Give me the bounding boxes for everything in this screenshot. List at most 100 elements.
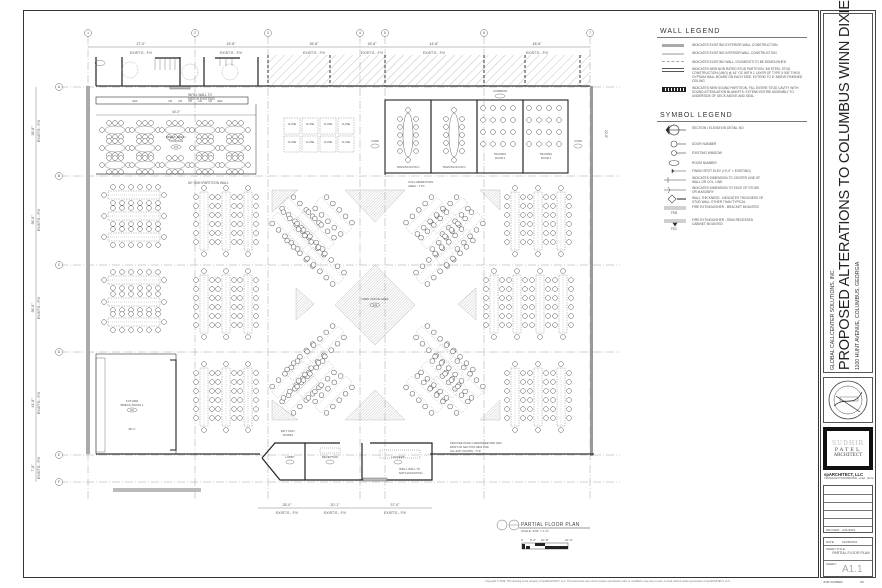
- svg-text:LOBBY: LOBBY: [285, 455, 294, 459]
- scale-bar-label-0: 0': [521, 538, 524, 542]
- svg-text:MATCH EXISTING: MATCH EXISTING: [188, 97, 215, 101]
- svg-text:22'-8": 22'-8": [604, 130, 608, 138]
- svg-text:EXIST'G - F/V: EXIST'G - F/V: [37, 296, 41, 319]
- dim-center-icon: [664, 177, 686, 183]
- spot-elevation-icon: [671, 168, 686, 174]
- svg-text:EXIST'G - F/V: EXIST'G - F/V: [303, 51, 326, 55]
- architect-seal-box: [823, 377, 873, 423]
- svg-text:38'-8": 38'-8": [31, 215, 35, 225]
- svg-text:CLOSE: CLOSE: [342, 141, 351, 144]
- svg-text:44'-0": 44'-0": [172, 110, 180, 114]
- svg-text:ROOM 4: ROOM 4: [541, 156, 552, 160]
- fire-extinguisher-bracket-icon: [664, 206, 686, 210]
- svg-text:AREA - TYP.: AREA - TYP.: [408, 184, 425, 188]
- date-value: 01/08/2019: [842, 540, 858, 544]
- symbol-legend-underline: [657, 121, 807, 122]
- existing-window-icon: [671, 150, 686, 156]
- svg-text:3: 3: [267, 31, 269, 35]
- symbol-legend-title: SYMBOL LEGEND: [660, 112, 733, 119]
- svg-text:CORR: CORR: [371, 139, 379, 143]
- title-block: GLOBAL CALLCENTER SOLUTIONS, INC. PROPOS…: [820, 0, 876, 578]
- svg-text:EXIST'G - F/V: EXIST'G - F/V: [324, 511, 347, 515]
- client-name: GLOBAL CALLCENTER SOLUTIONS, INC.: [830, 269, 836, 370]
- svg-text:EXIST'G - F/V: EXIST'G - F/V: [361, 51, 384, 55]
- svg-text:LOCKERS: LOCKERS: [391, 455, 405, 459]
- fire-extinguisher-recessed-icon: [664, 219, 686, 227]
- wall-legend-symbol-demolish: [662, 61, 684, 62]
- svg-text:44'-8": 44'-8": [430, 42, 440, 46]
- svg-text:1: 1: [87, 31, 89, 35]
- svg-text:RECEPTION: RECEPTION: [322, 455, 338, 459]
- floor-plan-title: PARTIAL FLOOR PLAN: [521, 522, 580, 528]
- floor-plan-scale: SCALE: 3/32" = 1'-0": [521, 529, 549, 533]
- symbol-legend-icons: [664, 124, 686, 227]
- symbol-legend-text: FIRE EXTINGUISHER - SEMI RECESSED CABINE…: [692, 218, 754, 226]
- wall-legend-symbol-new-partition: [662, 68, 684, 72]
- date-label: DATE:: [826, 540, 835, 544]
- svg-text:TRAINING ROOM 1: TRAINING ROOM 1: [396, 165, 420, 169]
- svg-text:CLOSE: CLOSE: [342, 123, 351, 126]
- project-title-box: GLOBAL CALLCENTER SOLUTIONS, INC. PROPOS…: [823, 0, 873, 373]
- svg-text:VM: VM: [188, 100, 192, 103]
- svg-text:EXIST'G - F/V: EXIST'G - F/V: [526, 51, 549, 55]
- svg-text:EXIST'G - F/V: EXIST'G - F/V: [276, 511, 299, 515]
- svg-text:D: D: [58, 350, 61, 354]
- symbol-legend-text: FIRE EXTINGUISHER - BRACKET MOUNTED: [692, 205, 759, 209]
- svg-text:EXIST'G - F/V: EXIST'G - F/V: [37, 391, 41, 414]
- svg-text:48'-1": 48'-1": [128, 427, 136, 431]
- svg-text:CORRIDOR: CORRIDOR: [493, 89, 507, 93]
- svg-text:CLOSE: CLOSE: [288, 141, 297, 144]
- scale-bar-label-2: 10'-8": [541, 538, 549, 542]
- revisions-box: REVISED: 2/11/2019: [823, 485, 873, 533]
- svg-text:120: 120: [130, 409, 135, 412]
- svg-text:CLOSE: CLOSE: [324, 123, 333, 126]
- svg-text:37'-0": 37'-0": [391, 503, 401, 507]
- symbol-legend-text: SECTION / ELEVATION DETAIL NO.: [692, 126, 745, 130]
- firm-info: CONSULTANT INFORMATION · email · phone: [824, 477, 874, 480]
- svg-text:ROOM 3: ROOM 3: [495, 156, 506, 160]
- svg-text:28'-0": 28'-0": [283, 503, 293, 507]
- svg-text:TRAINING: TRAINING: [540, 152, 552, 156]
- wall-legend-title: WALL LEGEND: [660, 28, 721, 35]
- sheet-border: [23, 10, 819, 578]
- svg-text:38'-8": 38'-8": [31, 303, 35, 313]
- svg-text:EXIST'G - F/V: EXIST'G - F/V: [384, 511, 407, 515]
- svg-text:7'-8": 7'-8": [31, 464, 35, 472]
- scale-bar-label-3: 21'-4": [565, 538, 573, 542]
- svg-text:48'-8": 48'-8": [533, 42, 543, 46]
- svg-text:27'-0": 27'-0": [137, 42, 147, 46]
- svg-text:VM: VM: [198, 100, 202, 103]
- wall-legend-text: INDICATES NEW SOUND PARTITION. FILL ENTI…: [692, 86, 799, 98]
- sheet-label: SHEET:: [826, 562, 837, 566]
- svg-text:2: 2: [194, 31, 196, 35]
- svg-text:MFR'S IR SECTION 0822 AND: MFR'S IR SECTION 0822 AND: [450, 445, 489, 449]
- svg-text:33'-8": 33'-8": [227, 42, 237, 46]
- svg-text:104: 104: [174, 145, 179, 149]
- logo-line-2: PATEL: [834, 446, 862, 453]
- svg-text:BREAK AREA /: BREAK AREA /: [166, 135, 187, 139]
- svg-text:COLLABORATION: COLLABORATION: [408, 180, 433, 184]
- svg-text:TRAINING: TRAINING: [494, 152, 506, 156]
- wall-legend-text: INDICATES EXISTING INTERIOR WALL CONSTRU…: [692, 51, 777, 55]
- svg-text:35'-8": 35'-8": [310, 42, 320, 46]
- svg-text:CLOSE: CLOSE: [306, 141, 315, 144]
- svg-text:E: E: [58, 453, 60, 457]
- dim-face-icon: [664, 186, 686, 194]
- svg-text:VM: VM: [208, 100, 212, 103]
- svg-text:CLOSE: CLOSE: [288, 123, 297, 126]
- svg-text:CLOSE: CLOSE: [324, 141, 333, 144]
- project-title: PROPOSED ALTERATIONS TO COLUMBUS WINN DI…: [837, 0, 853, 370]
- revised-label: REVISED:: [826, 528, 841, 532]
- revised-value: 2/11/2019: [842, 528, 856, 532]
- wall-legend-text: INDICATES EXISTING EXTERIOR WALL CONSTRU…: [692, 43, 778, 47]
- svg-text:5: 5: [384, 31, 386, 35]
- sheet-number: A1.1: [842, 564, 863, 575]
- sheet-info-box: DATE: 01/08/2019 SHEET TITLE: PARTIAL FL…: [823, 537, 873, 577]
- logo-line-3: ARCHITECT: [833, 452, 863, 458]
- wall-legend-text: INDICATES EXISTING WALL / ELEMENTS TO BE…: [692, 60, 786, 64]
- svg-text:ALL EXIT DOORS - TYP.: ALL EXIT DOORS - TYP.: [450, 449, 481, 453]
- wall-thickness-icon: [667, 194, 686, 204]
- svg-text:REF: REF: [133, 100, 138, 103]
- svg-text:VM: VM: [178, 100, 182, 103]
- svg-text:EXIST'G - F/V: EXIST'G - F/V: [37, 119, 41, 142]
